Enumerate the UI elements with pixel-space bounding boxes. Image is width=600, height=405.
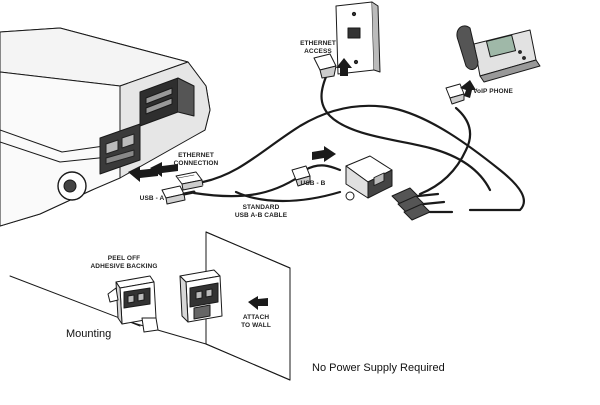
label-ethernet-access-line1: ETHERNET: [300, 40, 336, 47]
label-mounting: Mounting: [66, 328, 112, 340]
wall-arrow: [336, 58, 352, 76]
usb-b-plug: [291, 165, 311, 187]
usb-b-arrow: [312, 146, 336, 162]
label-usb-b: USB - B: [295, 180, 331, 188]
label-peel-off: PEEL OFF ADHESIVE BACKING: [88, 255, 160, 270]
label-attach-to-wall-line2: TO WALL: [241, 321, 271, 329]
label-ethernet-connection: ETHERNET CONNECTION: [168, 152, 224, 167]
label-voip-phone: VoIP PHONE: [462, 88, 524, 96]
usb-a-plug: [161, 185, 196, 205]
peel-off-box: [107, 275, 159, 333]
label-standard-cable-line1: STANDARD: [242, 204, 280, 211]
label-peel-off-line2: ADHESIVE BACKING: [90, 262, 158, 270]
splitter-plugs: [391, 187, 454, 221]
label-no-power-supply: No Power Supply Required: [312, 362, 445, 374]
label-attach-to-wall-line1: ATTACH: [242, 314, 270, 321]
label-ethernet-access-line2: ACCESS: [304, 47, 332, 55]
voip-phone: [456, 25, 541, 83]
wall-jack: [335, 1, 381, 75]
label-usb-b-text: USB - B: [300, 180, 326, 187]
ethernet-plug-host: [175, 171, 204, 191]
label-attach-to-wall: ATTACH TO WALL: [236, 314, 276, 329]
host-device: [0, 27, 211, 227]
cables: [192, 70, 525, 212]
adapter-box: [345, 155, 393, 201]
label-usb-a-text: USB - A: [139, 195, 165, 202]
host-arrows: [128, 162, 178, 182]
label-usb-a: USB - A: [132, 195, 172, 203]
label-ethernet-connection-line1: ETHERNET: [178, 152, 214, 159]
phone-plug: [445, 83, 465, 105]
attach-arrow: [248, 296, 268, 310]
label-ethernet-access: ETHERNET ACCESS: [296, 40, 340, 55]
phone-arrow: [460, 80, 476, 98]
label-standard-cable: STANDARD USB A-B CABLE: [228, 204, 294, 219]
label-standard-cable-line2: USB A-B CABLE: [234, 211, 288, 219]
label-ethernet-connection-line2: CONNECTION: [173, 159, 219, 167]
label-peel-off-line1: PEEL OFF: [107, 255, 141, 262]
label-voip-phone-text: VoIP PHONE: [473, 88, 513, 95]
wall-jack-plug: [313, 53, 337, 79]
wall-mounted-box: [179, 269, 223, 323]
